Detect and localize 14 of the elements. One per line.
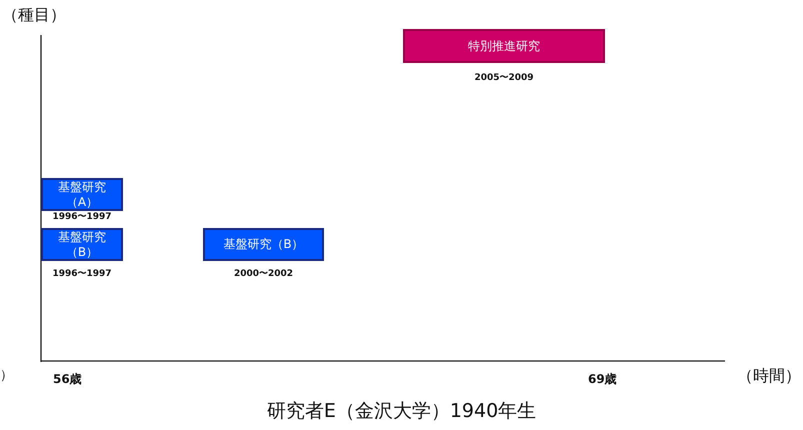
axis-title: ） bbox=[0, 367, 13, 384]
period-label: 2005〜2009 bbox=[473, 73, 535, 84]
caption: 研究者E（金沢大学）1940年生 bbox=[266, 399, 538, 424]
period-label: 1996〜1997 bbox=[51, 212, 113, 223]
period-label: 1996〜1997 bbox=[51, 269, 113, 280]
project-bar: 基盤研究（A） bbox=[41, 178, 123, 211]
project-bar: 基盤研究（B） bbox=[41, 228, 123, 261]
project-bar: 特別推進研究 bbox=[403, 29, 605, 63]
axis-title: （種目） bbox=[2, 5, 66, 26]
tick-label: 69歳 bbox=[588, 371, 617, 388]
tick-label: 56歳 bbox=[53, 371, 82, 388]
project-bar: 基盤研究（B） bbox=[203, 228, 324, 261]
axis-title: （時間） bbox=[737, 366, 801, 387]
period-label: 2000〜2002 bbox=[232, 269, 294, 280]
